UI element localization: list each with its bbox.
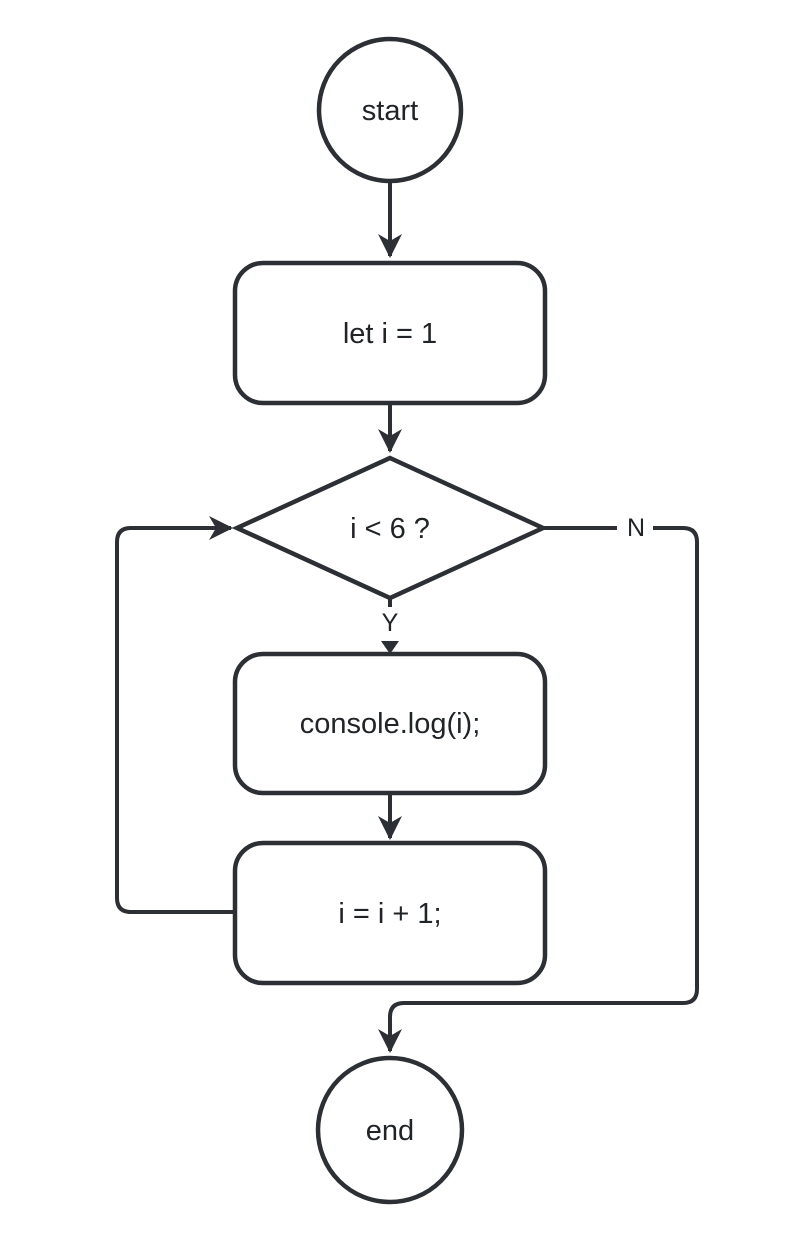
edge-increment-to-condition-loop	[115, 516, 235, 914]
end-node	[315, 1055, 465, 1205]
labels-layer: start let i = 1 i < 6 ? console.log(i); …	[300, 95, 645, 1147]
log-node	[232, 651, 548, 796]
edge-label-yes: Y	[382, 609, 399, 637]
init-node-label: let i = 1	[343, 318, 437, 350]
init-node	[232, 260, 548, 406]
increment-node	[232, 840, 548, 986]
edges-layer	[115, 181, 699, 1053]
edge-condition-to-end-segment2	[378, 526, 699, 1053]
edge-condition-to-log-arrowhead-icon	[381, 641, 399, 654]
end-node-label: end	[366, 1115, 414, 1147]
nodes-layer	[231, 36, 549, 1205]
condition-node	[231, 455, 549, 601]
log-node-label: console.log(i);	[300, 708, 481, 740]
increment-node-label: i = i + 1;	[338, 898, 441, 930]
condition-node-label: i < 6 ?	[350, 513, 430, 545]
start-node-label: start	[362, 95, 418, 127]
edge-label-no: N	[627, 514, 645, 542]
start-node	[316, 36, 464, 184]
